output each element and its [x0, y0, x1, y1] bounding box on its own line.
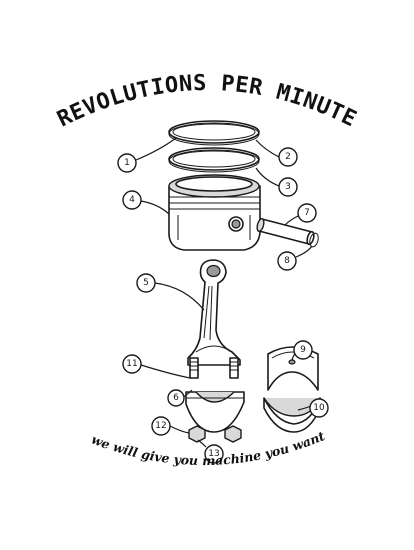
- callout-label: 6: [173, 393, 179, 403]
- callout-9: 9: [293, 340, 313, 360]
- callout-label: 13: [208, 449, 219, 459]
- piston-pin: [256, 217, 315, 246]
- callout-10: 10: [309, 398, 329, 418]
- callout-12: 12: [151, 416, 171, 436]
- callout-2: 2: [278, 147, 298, 167]
- callout-7: 7: [297, 203, 317, 223]
- callout-label: 4: [129, 195, 135, 205]
- callout-label: 5: [143, 278, 149, 288]
- callout-label: 1: [124, 158, 130, 168]
- piston-ring-second: [168, 147, 260, 173]
- callout-13: 13: [204, 444, 224, 464]
- connecting-rod: [187, 259, 241, 379]
- callout-1: 1: [117, 153, 137, 173]
- callout-5: 5: [136, 273, 156, 293]
- callout-label: 8: [284, 256, 290, 266]
- callout-label: 7: [304, 208, 310, 218]
- callout-11: 11: [122, 354, 142, 374]
- callout-label: 2: [285, 152, 291, 162]
- rod-nut-right: [224, 425, 242, 443]
- piston: [168, 174, 261, 251]
- rod-nut-left: [188, 425, 206, 443]
- rod-cap: [185, 391, 245, 433]
- callout-6: 6: [167, 389, 185, 407]
- callout-label: 3: [285, 182, 291, 192]
- callout-label: 10: [313, 403, 325, 413]
- callout-label: 11: [126, 359, 137, 369]
- piston-ring-top: [168, 120, 260, 146]
- callout-4: 4: [122, 190, 142, 210]
- callout-8: 8: [277, 251, 297, 271]
- callout-3: 3: [278, 177, 298, 197]
- callout-label: 9: [300, 345, 306, 355]
- callout-label: 12: [155, 421, 166, 431]
